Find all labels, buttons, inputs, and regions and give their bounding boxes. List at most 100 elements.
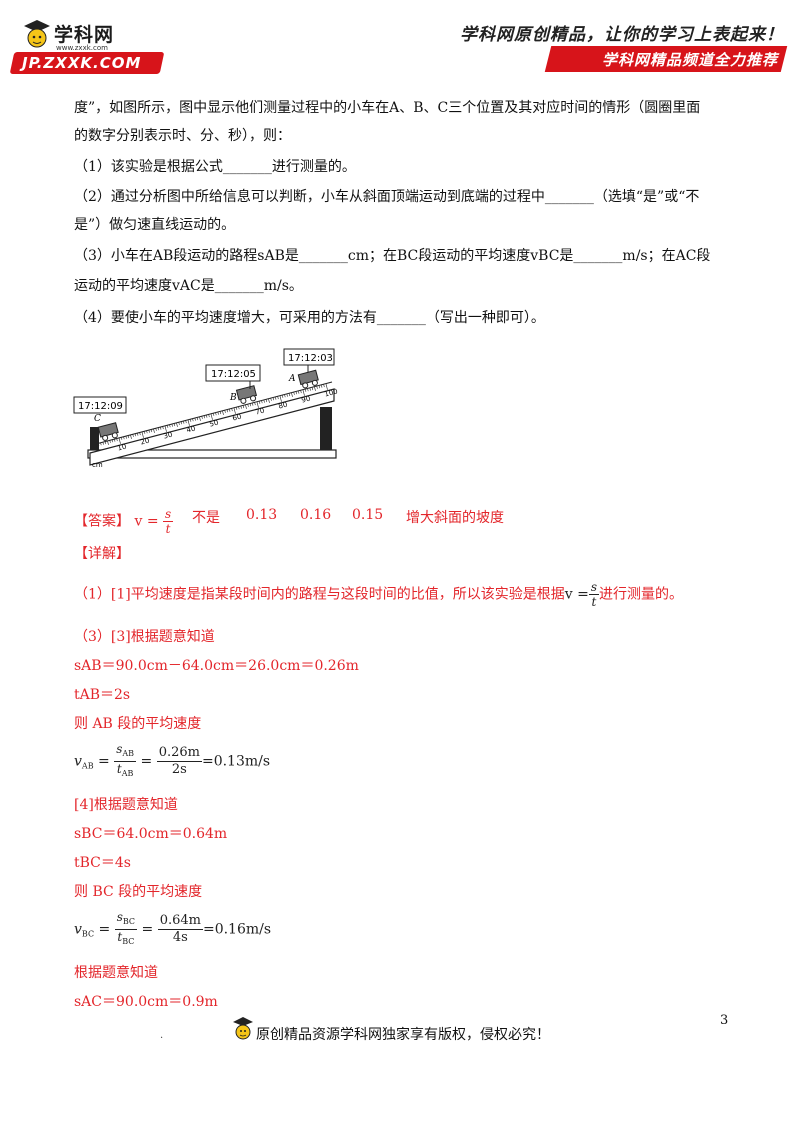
ruler-tick <box>171 424 173 427</box>
cart-b <box>235 385 258 404</box>
support-post <box>320 407 332 450</box>
ruler-tick <box>116 438 118 442</box>
ruler-tick <box>183 421 185 424</box>
ruler-tick <box>309 388 311 391</box>
ruler-edge <box>91 381 333 446</box>
ruler-unit: cm <box>92 461 103 469</box>
ruler-tick <box>194 418 196 421</box>
ruler-tick <box>282 395 284 398</box>
ruler-tick <box>311 387 314 391</box>
ruler-tick <box>162 426 164 430</box>
ruler-label: 80 <box>278 401 289 411</box>
question-line-8: （4）要使小车的平均速度增大，可采用的方法有_______（写出一种即可）。 <box>74 310 545 326</box>
eq-bc-frac1: sBC tBC <box>114 910 138 949</box>
ruler-tick <box>125 436 127 439</box>
ruler-tick <box>146 430 148 434</box>
ruler-tick <box>279 395 282 402</box>
ruler-tick <box>139 432 141 436</box>
detail-tab: tAB＝2s <box>74 687 131 703</box>
eq-bc-t: t <box>117 930 123 944</box>
eq-ab-result: =0.13m/s <box>201 753 271 770</box>
detail-p1: （1）[1]平均速度是指某段时间内的路程与这段时间的比值，所以该实验是根据v =… <box>74 580 683 609</box>
ruler-tick <box>210 413 213 420</box>
ruler-tick <box>325 383 328 390</box>
eq-bc-den: 4s <box>172 930 188 945</box>
answer-formula-den: t <box>165 522 171 536</box>
ruler-tick <box>256 401 259 408</box>
base-board <box>87 449 337 459</box>
eq-bc-num: 0.64m <box>157 913 203 930</box>
ruler-tick <box>314 386 316 391</box>
question-line-6: （3）小车在AB段运动的路程sAB是_______cm；在BC段运动的平均速度v… <box>74 248 711 264</box>
ruler-tick <box>123 436 125 440</box>
ruler-tick <box>263 400 265 403</box>
ruler-tick <box>233 407 236 414</box>
ruler-tick <box>199 416 201 421</box>
cart-a <box>297 369 319 389</box>
label-a: A <box>288 374 296 384</box>
ruler-tick <box>240 406 242 409</box>
answer-label: 【答案】 <box>74 513 130 530</box>
site-logo: 学科网 www.zxxk.com JP.ZXXK.COM <box>9 14 165 76</box>
label-c: C <box>94 414 101 424</box>
question-line-3: （1）该实验是根据公式_______进行测量的。 <box>74 159 356 175</box>
detail-tbc: tBC＝4s <box>74 855 131 871</box>
clock-c-frame <box>73 396 127 414</box>
detail-bc-avg: 则 BC 段的平均速度 <box>74 884 203 900</box>
ruler-label: 10 <box>117 443 128 453</box>
eq-ab-num: 0.26m <box>156 745 202 762</box>
ruler-tick <box>252 403 254 406</box>
ruler-tick <box>203 415 206 419</box>
ruler-tick <box>111 439 114 443</box>
ruler-tick <box>109 440 111 443</box>
question-line-2: 的数字分别表示时、分、秒），则： <box>74 128 291 144</box>
ruler-tick <box>148 430 150 433</box>
ruler-tick <box>316 386 318 389</box>
eq-ab-vsub: AB <box>81 761 94 771</box>
question-line-1: 度”，如图所示，图中显示他们测量过程中的小车在A、B、C三个位置及其对应时间的情… <box>74 100 701 116</box>
detail-sab: sAB＝90.0cm－64.0cm＝26.0cm＝0.26m <box>74 658 359 674</box>
ruler-tick <box>173 423 176 427</box>
detail-p1-num: s <box>588 580 600 595</box>
ruler-tick <box>185 420 187 424</box>
answer-2: 不是 <box>192 510 220 526</box>
ruler-tick <box>118 437 121 444</box>
ruler-ticks <box>95 383 328 450</box>
ruler-tick <box>107 440 109 445</box>
incline-board <box>89 388 335 466</box>
eq-ab-t: t <box>116 762 122 776</box>
ruler-tick <box>169 424 171 428</box>
ruler-tick <box>164 425 167 432</box>
ruler-tick <box>249 403 252 407</box>
footer-mascot-icon <box>233 1017 253 1040</box>
answer-3-1: 0.13 <box>246 507 278 523</box>
ruler-tick <box>288 393 291 397</box>
ruler-tick <box>293 392 295 395</box>
detail-sbc: sBC＝64.0cm＝0.64m <box>74 826 228 842</box>
eq-ab-s: s <box>116 742 123 756</box>
header-slogan: 学科网原创精品，让你的学习上表起来！ <box>460 25 784 45</box>
eq-ab-v: v <box>74 753 82 770</box>
detail-p5: 根据题意知道 <box>74 965 158 981</box>
clock-a: 17:12:03 <box>288 353 333 364</box>
ruler-tick <box>254 402 256 406</box>
ruler-tick <box>134 433 137 437</box>
label-b: B <box>229 393 237 403</box>
eq-ab-ssub: AB <box>122 749 135 758</box>
answer-row: 【答案】 v = s t <box>74 507 174 536</box>
detail-p1-formula-lhs: v = <box>564 586 589 603</box>
ruler-tick <box>300 390 302 394</box>
ruler-tick <box>141 431 144 438</box>
equation-ab: vAB = sAB tAB = 0.26m 2s =0.13m/s <box>74 742 270 781</box>
ruler-tick <box>176 422 178 427</box>
eq-ab-frac1: sAB tAB <box>114 742 137 781</box>
ruler-tick <box>259 401 261 404</box>
ruler-tick <box>295 391 298 395</box>
ruler-tick <box>100 442 102 446</box>
ruler-tick <box>275 397 277 400</box>
ruler-tick <box>277 396 279 400</box>
metal-stopper <box>90 427 99 450</box>
answer-formula-fraction: s t <box>163 507 174 536</box>
